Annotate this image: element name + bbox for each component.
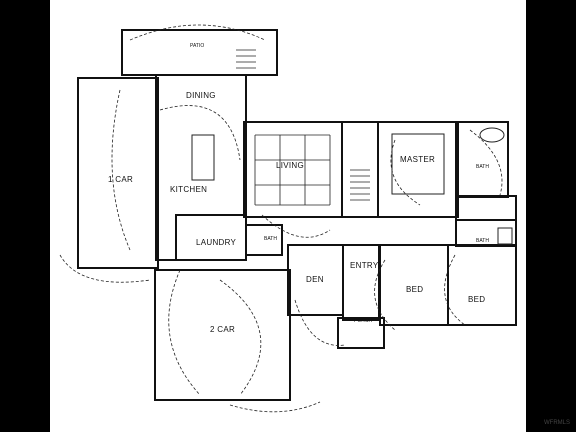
wiring xyxy=(59,24,503,413)
room-labels: PATIO DINING 1 CAR KITCHEN LIVING MASTER… xyxy=(108,43,489,334)
room-label-bed-right: BED xyxy=(468,295,485,304)
room-label-one-car: 1 CAR xyxy=(108,175,133,184)
room-label-laundry: LAUNDRY xyxy=(196,238,237,247)
room-label-den: DEN xyxy=(306,275,324,284)
walls xyxy=(77,29,517,401)
room-label-living: LIVING xyxy=(276,161,304,170)
fixtures xyxy=(191,49,513,245)
room-label-bath-small: BATH xyxy=(264,236,277,242)
room-label-entry: ENTRY xyxy=(350,261,379,270)
room-label-master-bath: BATH xyxy=(476,164,489,170)
room-label-porch: PORCH xyxy=(354,318,372,324)
room-label-patio: PATIO xyxy=(190,43,204,49)
room-label-master: MASTER xyxy=(400,155,435,164)
room-label-dining: DINING xyxy=(186,91,216,100)
watermark: WFRMLS xyxy=(544,420,570,426)
room-label-bed-left: BED xyxy=(406,285,423,294)
room-label-kitchen: KITCHEN xyxy=(170,185,207,194)
room-label-two-car: 2 CAR xyxy=(210,325,235,334)
room-label-bath-lower: BATH xyxy=(476,238,489,244)
